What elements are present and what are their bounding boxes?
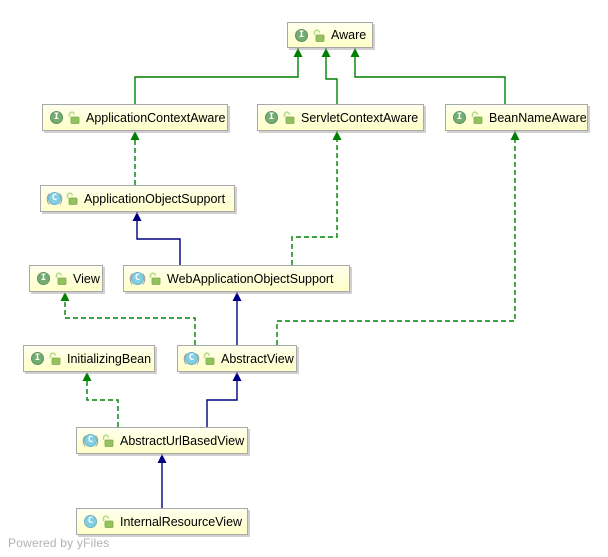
- paren-icon: ): [142, 270, 146, 285]
- node-label: BeanNameAware: [489, 110, 587, 125]
- open-lock-icon: [471, 111, 483, 124]
- node-AbstractView[interactable]: (C) AbstractView: [177, 345, 297, 372]
- node-label: View: [73, 271, 100, 286]
- open-lock-icon: [55, 272, 67, 285]
- class-icon: C: [84, 515, 97, 528]
- edge-AbstractUrlBasedView-to-AbstractView: [206, 372, 242, 427]
- edge-ServletContextAware-to-Aware: [321, 48, 338, 104]
- edge-BeanNameAware-to-Aware: [350, 48, 506, 104]
- node-label: ApplicationObjectSupport: [84, 191, 226, 206]
- open-lock-icon: [283, 111, 295, 124]
- arrowhead-icon: [82, 372, 92, 381]
- node-ApplicationObjectSupport[interactable]: (C) ApplicationObjectSupport: [40, 185, 235, 212]
- node-label: AbstractUrlBasedView: [120, 433, 245, 448]
- interface-icon: I: [453, 111, 466, 124]
- paren-icon: ): [95, 432, 99, 447]
- paren-icon: (: [183, 350, 187, 365]
- node-ServletContextAware[interactable]: I ServletContextAware: [257, 104, 424, 131]
- open-lock-icon: [102, 434, 114, 447]
- paren-icon: ): [196, 350, 200, 365]
- class-icon: C: [185, 352, 198, 365]
- paren-icon: (: [82, 432, 86, 447]
- arrowhead-icon: [132, 212, 142, 221]
- arrowhead-icon: [130, 131, 140, 140]
- node-label: InitializingBean: [67, 351, 152, 366]
- class-icon: C: [84, 434, 97, 447]
- paren-icon: ): [59, 190, 63, 205]
- edge-ApplicationContextAware-to-Aware: [134, 48, 303, 104]
- edge-AbstractView-to-View: [60, 292, 196, 345]
- edge-AbstractUrlBasedView-to-InitializingBean: [82, 372, 119, 427]
- open-lock-icon: [68, 111, 80, 124]
- open-lock-icon: [313, 28, 325, 42]
- arrowhead-icon: [157, 454, 167, 463]
- arrowhead-icon: [350, 48, 360, 57]
- arrowhead-icon: [232, 372, 242, 381]
- arrowhead-icon: [332, 131, 342, 140]
- arrowhead-icon: [293, 48, 303, 57]
- node-View[interactable]: I View: [29, 265, 103, 292]
- node-label: Aware: [331, 28, 367, 42]
- abstract-class-icon: (C): [129, 270, 146, 286]
- edge-ApplicationObjectSupport-to-ApplicationContextAware: [130, 131, 140, 185]
- open-lock-icon: [149, 272, 161, 285]
- edge-AbstractView-to-BeanNameAware: [276, 131, 520, 345]
- arrowhead-icon: [510, 131, 520, 140]
- paren-icon: (: [46, 190, 50, 205]
- node-label: ApplicationContextAware: [86, 110, 226, 125]
- node-BeanNameAware[interactable]: I BeanNameAware: [445, 104, 588, 131]
- arrowhead-icon: [321, 48, 331, 57]
- interface-icon: I: [37, 272, 50, 285]
- paren-icon: (: [129, 270, 133, 285]
- interface-icon: I: [295, 28, 308, 42]
- node-label: ServletContextAware: [301, 110, 419, 125]
- node-InitializingBean[interactable]: I InitializingBean: [23, 345, 155, 372]
- interface-icon: I: [31, 352, 44, 365]
- node-Aware[interactable]: I Aware: [287, 22, 373, 48]
- interface-icon: I: [50, 111, 63, 124]
- node-AbstractUrlBasedView[interactable]: (C) AbstractUrlBasedView: [76, 427, 248, 454]
- open-lock-icon: [66, 192, 78, 205]
- node-label: AbstractView: [221, 351, 294, 366]
- edge-WebApplicationObjectSupport-to-ServletContextAware: [291, 131, 342, 265]
- class-icon: C: [48, 192, 61, 205]
- open-lock-icon: [49, 352, 61, 365]
- open-lock-icon: [203, 352, 215, 365]
- class-icon: C: [131, 272, 144, 285]
- open-lock-icon: [102, 515, 114, 528]
- abstract-class-icon: (C): [82, 432, 99, 448]
- edge-InternalResourceView-to-AbstractUrlBasedView: [157, 454, 167, 508]
- node-InternalResourceView[interactable]: C InternalResourceView: [76, 508, 248, 535]
- node-ApplicationContextAware[interactable]: I ApplicationContextAware: [42, 104, 228, 131]
- interface-icon: I: [265, 111, 278, 124]
- abstract-class-icon: (C): [46, 190, 63, 206]
- powered-by-label: Powered by yFiles: [8, 536, 110, 550]
- abstract-class-icon: (C): [183, 350, 200, 366]
- node-label: WebApplicationObjectSupport: [167, 271, 334, 286]
- arrowhead-icon: [232, 292, 242, 301]
- arrowhead-icon: [60, 292, 70, 301]
- node-WebApplicationObjectSupport[interactable]: (C) WebApplicationObjectSupport: [123, 265, 350, 292]
- edge-AbstractView-to-WebApplicationObjectSupport: [232, 292, 242, 345]
- node-label: InternalResourceView: [120, 514, 243, 529]
- edge-WebApplicationObjectSupport-to-ApplicationObjectSupport: [132, 212, 181, 265]
